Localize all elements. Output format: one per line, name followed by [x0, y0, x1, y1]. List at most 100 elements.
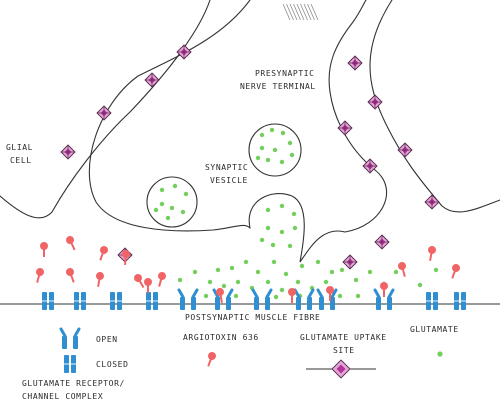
uptake-site: [144, 72, 160, 88]
glutamate-molecule: [159, 187, 165, 193]
glutamate-molecule: [177, 277, 183, 283]
glutamate-receptors: [42, 288, 466, 310]
glutamate-molecule: [280, 130, 286, 136]
glutamate-molecule: [291, 211, 297, 217]
argiotoxin-molecule: [66, 236, 76, 251]
argiotoxin-molecule: [428, 246, 436, 262]
argiotoxin-molecule: [158, 272, 166, 287]
glutamate-molecule: [172, 183, 178, 189]
receptor-closed: [110, 292, 122, 310]
uptake-site: [362, 158, 378, 174]
uptake-site: [342, 254, 358, 270]
glutamate-molecule: [299, 263, 305, 269]
label-glutamate: GLUTAMATE: [410, 325, 459, 334]
hatch-line: [289, 3, 298, 21]
uptake-site: [176, 44, 192, 60]
glutamate-molecule: [221, 283, 227, 289]
receptor-open: [177, 288, 199, 310]
glutamate-molecule: [229, 265, 235, 271]
glutamate-molecule: [272, 147, 278, 153]
glutamate-molecule: [337, 293, 343, 299]
argiotoxin-molecule: [451, 264, 460, 279]
argiotoxin-molecule: [66, 268, 75, 283]
label-postsynaptic: POSTSYNAPTIC MUSCLE FIBRE: [185, 313, 320, 322]
receptor-open: [251, 288, 273, 310]
glutamate-molecule: [295, 279, 301, 285]
synaptic-vesicles: [146, 123, 302, 228]
glutamate-molecule: [159, 201, 165, 207]
argiotoxin-molecule: [398, 262, 406, 277]
glutamate-molecule: [393, 269, 399, 275]
glutamate-molecules: [153, 127, 439, 300]
label-presynaptic-2: NERVE TERMINAL: [240, 82, 316, 91]
legend-uptake-site: [331, 359, 351, 379]
glutamate-molecule: [265, 279, 271, 285]
glutamate-molecule: [279, 203, 285, 209]
label-vesicle-1: SYNAPTIC: [205, 163, 248, 172]
uptake-site: [374, 234, 390, 250]
argiotoxin-molecule: [134, 274, 145, 289]
glutamate-molecule: [283, 271, 289, 277]
argiotoxin-molecule: [207, 352, 216, 367]
glutamate-molecule: [255, 269, 261, 275]
glutamate-molecule: [192, 269, 198, 275]
label-argiotoxin: ARGIOTOXIN 636: [183, 333, 259, 342]
argiotoxin-molecule: [96, 272, 104, 288]
label-vesicle-2: VESICLE: [210, 176, 248, 185]
glutamate-molecule: [289, 152, 295, 158]
hatch-line: [303, 3, 312, 21]
hatch-line: [307, 3, 315, 21]
receptor-open: [293, 288, 315, 310]
glutamate-molecule: [417, 282, 423, 288]
receptor-open: [212, 288, 234, 310]
text-labels: GLIAL CELL PRESYNAPTIC NERVE TERMINAL SY…: [6, 69, 459, 401]
glutamate-molecule: [279, 287, 285, 293]
receptor-closed: [74, 292, 86, 310]
label-glial-cell-2: CELL: [10, 156, 32, 165]
glutamate-molecule: [323, 279, 329, 285]
glutamate-molecule: [433, 267, 439, 273]
glutamate-molecule: [153, 207, 159, 213]
glutamate-molecule: [279, 159, 285, 165]
label-presynaptic-1: PRESYNAPTIC: [255, 69, 315, 78]
glutamate-molecule: [243, 259, 249, 265]
glutamate-molecule: [315, 259, 321, 265]
glutamate-molecule: [169, 205, 175, 211]
uptake-site: [424, 194, 440, 210]
hatch-line: [310, 3, 319, 21]
hatch-line: [293, 3, 301, 21]
argiotoxin-molecule: [326, 286, 334, 301]
label-receptor-2: CHANNEL COMPLEX: [22, 392, 103, 401]
receptor-closed: [64, 355, 76, 373]
hatch-line: [296, 3, 305, 21]
receptor-closed: [454, 292, 466, 310]
label-glial-cell-1: GLIAL: [6, 143, 33, 152]
glutamate-molecule: [287, 243, 293, 249]
glutamate-molecule: [259, 132, 265, 138]
uptake-site: [337, 120, 353, 136]
glutamate-molecule: [259, 145, 265, 151]
glutamate-molecule: [270, 242, 276, 248]
argiotoxin-molecule: [144, 278, 152, 293]
argiotoxin-molecule: [288, 288, 296, 303]
receptor-open: [373, 288, 395, 310]
receptor-closed: [42, 292, 54, 310]
glutamate-molecule: [367, 269, 373, 275]
glutamate-molecule: [265, 207, 271, 213]
glutamate-molecule: [269, 127, 275, 133]
argiotoxin-molecule: [380, 282, 388, 297]
glutamate-molecule: [279, 229, 285, 235]
label-uptake-1: GLUTAMATE UPTAKE: [300, 333, 387, 342]
presynaptic-membrane-right: [328, 0, 387, 233]
glutamate-molecule: [265, 157, 271, 163]
uptake-site: [347, 55, 363, 71]
glutamate-molecule: [180, 209, 186, 215]
glutamate-molecule: [271, 259, 277, 265]
receptor-open: [59, 327, 81, 349]
glutamate-molecule: [353, 277, 359, 283]
hatch-line: [286, 3, 294, 21]
glutamate-molecule: [339, 267, 345, 273]
argiotoxin-molecules: [36, 236, 460, 304]
